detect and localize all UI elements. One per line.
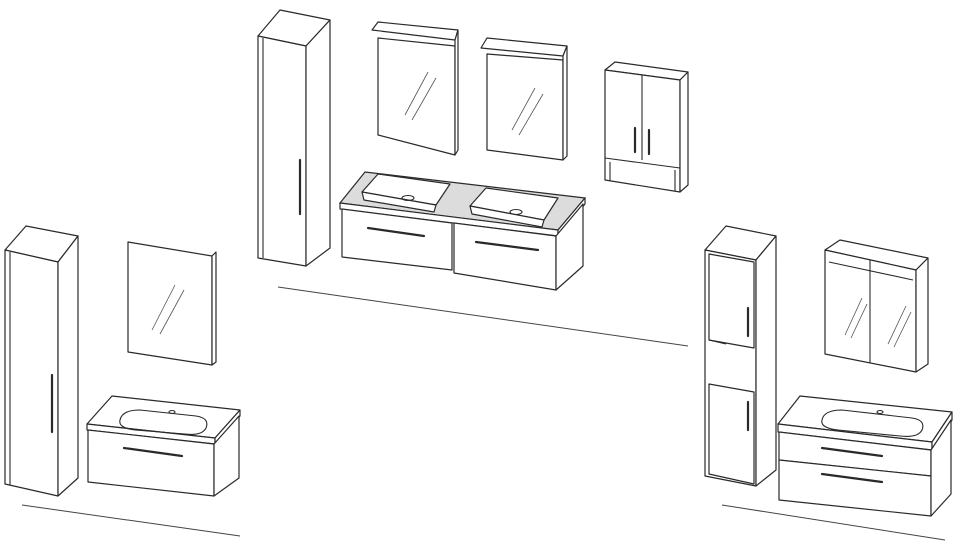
floor-line: [277, 286, 689, 347]
right-group: [704, 225, 953, 541]
top-group: [257, 9, 689, 347]
mirror-left: [371, 21, 459, 156]
mirror-right: [480, 37, 568, 161]
mirror-cabinet: [824, 239, 929, 373]
tall-cabinet: [4, 225, 79, 497]
vanity: [86, 395, 241, 497]
floor-line: [721, 504, 946, 541]
floor-line: [21, 504, 241, 537]
vanity: [777, 395, 953, 517]
wall-cabinet: [604, 61, 689, 193]
basin-left: [361, 173, 451, 213]
mirror: [127, 241, 217, 366]
double-vanity: [338, 171, 587, 291]
tall-cabinet: [257, 9, 331, 267]
tall-cabinet: [704, 225, 777, 487]
basin-right: [469, 187, 559, 228]
left-group: [4, 225, 241, 537]
